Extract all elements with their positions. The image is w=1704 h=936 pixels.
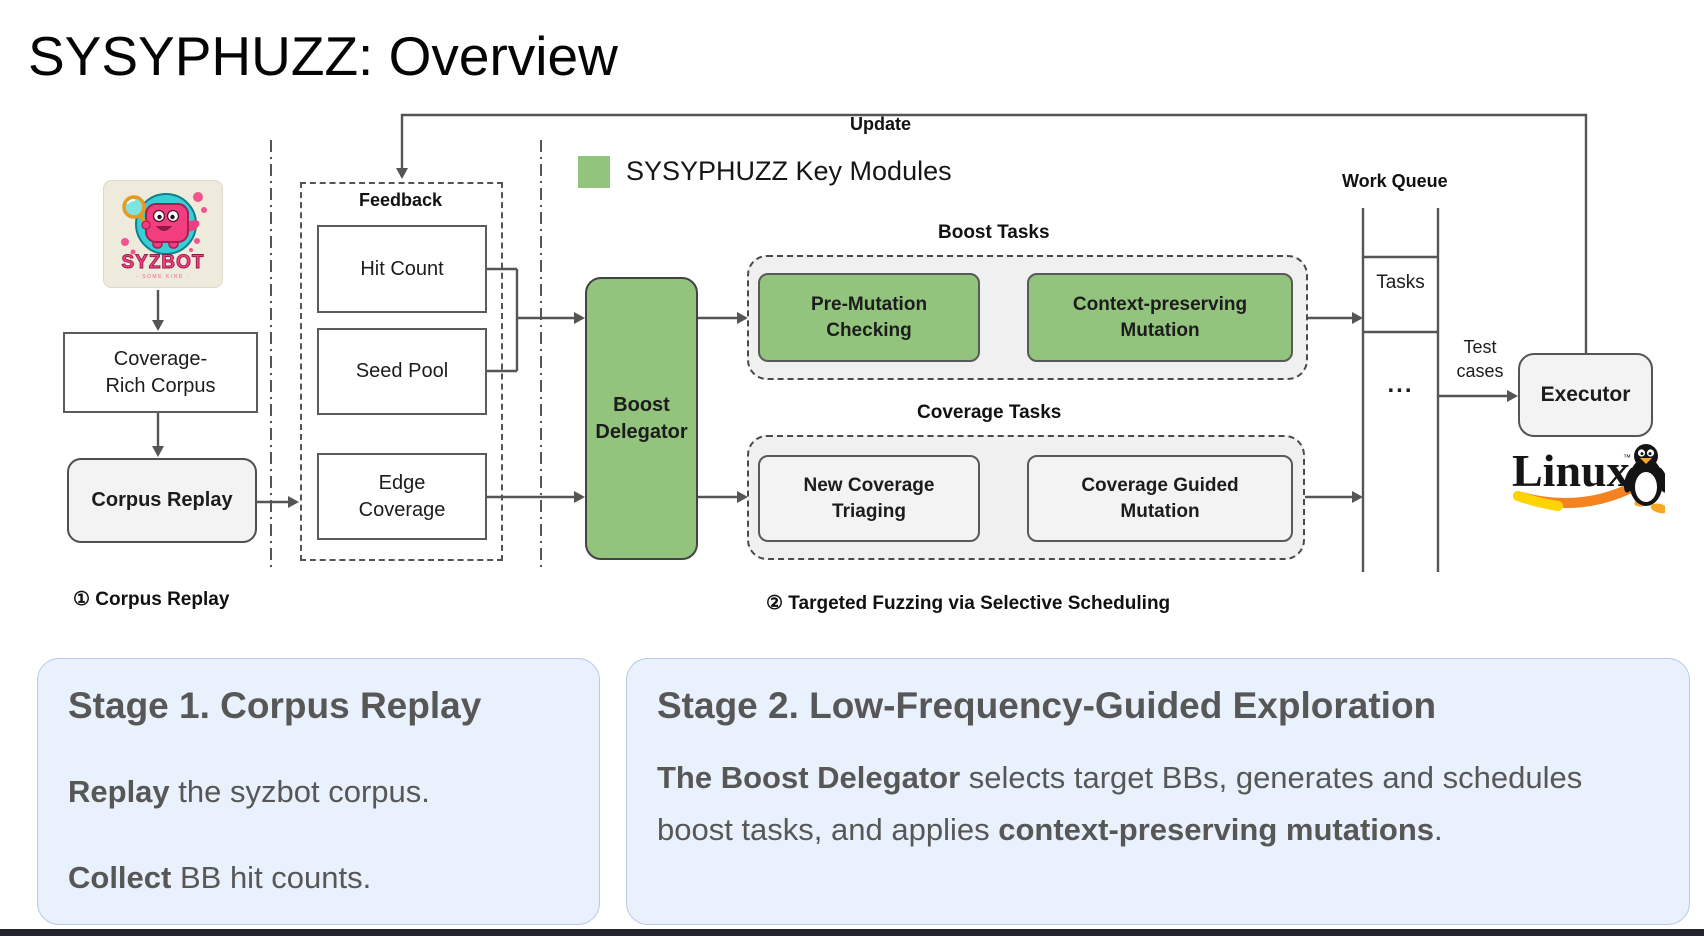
slide-bottom-bar [0, 929, 1704, 936]
svg-text:SYZBOT: SYZBOT [121, 252, 204, 273]
svg-text:™: ™ [1623, 453, 1631, 462]
work-queue-tasks-cell: Tasks [1376, 272, 1425, 293]
new-coverage-triaging-box: New Coverage Triaging [758, 455, 980, 542]
update-label: Update [850, 114, 912, 134]
svg-text:Linux: Linux [1512, 445, 1630, 496]
coverage-guided-mutation-box: Coverage Guided Mutation [1027, 455, 1293, 542]
stage1-line1: Replay the syzbot corpus. [68, 773, 430, 809]
hit-count-box: Hit Count [317, 225, 487, 313]
stage1-card: Stage 1. Corpus Replay Replay the syzbot… [37, 658, 600, 925]
boost-delegator-box: Boost Delegator [585, 277, 698, 560]
edge-coverage-box: Edge Coverage [317, 453, 487, 540]
boost-tasks-title: Boost Tasks [938, 222, 1050, 243]
work-queue-title: Work Queue [1342, 171, 1448, 191]
svg-text:· SOME KIND ·: · SOME KIND · [136, 274, 190, 280]
page-title: SYSYPHUZZ: Overview [28, 25, 618, 87]
legend-label: SYSYPHUZZ Key Modules [626, 156, 952, 186]
legend-swatch-icon [578, 156, 610, 188]
seed-pool-label: Seed Pool [355, 360, 449, 382]
stage1-line2: Collect BB hit counts. [68, 860, 372, 896]
syzbot-logo-icon: SYZBOT · SOME KIND · [103, 180, 223, 288]
executor-label: Executor [1540, 382, 1631, 406]
test-cases-label: Test cases [1456, 337, 1504, 382]
coverage-tasks-title: Coverage Tasks [917, 402, 1062, 423]
stage2-card: Stage 2. Low-Frequency-Guided Exploratio… [626, 658, 1690, 925]
tux-icon [1624, 444, 1665, 514]
linux-logo-icon: Linux ™ [1512, 444, 1665, 514]
pre-mutation-checking-box: Pre-Mutation Checking [758, 273, 980, 362]
edge-coverage-label: Edge Coverage [358, 471, 446, 521]
corpus-replay-box: Corpus Replay [67, 458, 257, 543]
seed-pool-box: Seed Pool [317, 328, 487, 415]
context-preserving-mutation-label: Context-preserving Mutation [1072, 293, 1248, 341]
corpus-replay-label: Corpus Replay [91, 489, 233, 511]
new-coverage-triaging-label: New Coverage Triaging [803, 474, 935, 522]
executor-box: Executor [1518, 353, 1653, 437]
coverage-rich-corpus-label: Coverage-Rich Corpus [105, 347, 216, 397]
stage-marker-2: ② Targeted Fuzzing via Selective Schedul… [766, 593, 1171, 614]
boost-delegator-label: Boost Delegator [595, 393, 688, 443]
coverage-rich-corpus-box: Coverage-Rich Corpus [63, 332, 258, 413]
hit-count-label: Hit Count [360, 257, 444, 280]
pre-mutation-checking-label: Pre-Mutation Checking [810, 293, 928, 341]
stage2-paragraph: The Boost Delegator selects target BBs, … [657, 759, 1583, 848]
context-preserving-mutation-box: Context-preserving Mutation [1027, 273, 1293, 362]
work-queue-ellipsis: ... [1387, 371, 1414, 398]
feedback-title: Feedback [359, 190, 443, 210]
coverage-guided-mutation-label: Coverage Guided Mutation [1081, 474, 1239, 522]
feedback-group [300, 182, 503, 561]
stage1-heading: Stage 1. Corpus Replay [68, 685, 482, 726]
stage2-heading: Stage 2. Low-Frequency-Guided Exploratio… [657, 685, 1437, 726]
stage-marker-1: ① Corpus Replay [73, 589, 230, 610]
